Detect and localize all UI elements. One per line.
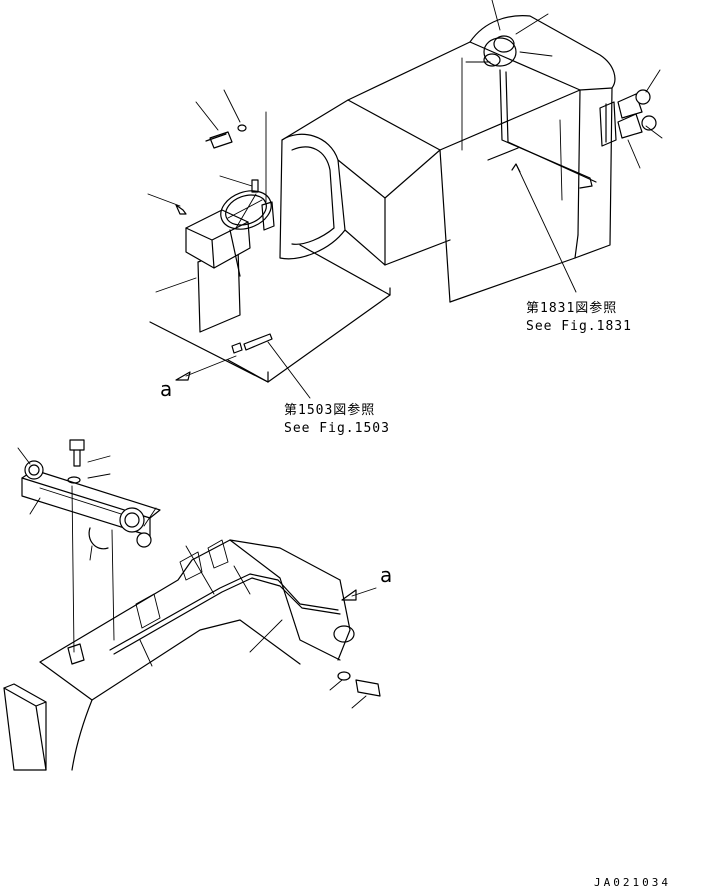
switch-small — [251, 179, 259, 193]
leader-fig1831 — [515, 163, 577, 293]
arrow-a-bottom — [341, 589, 357, 601]
clamp-2 — [179, 551, 203, 581]
frame-assembly — [3, 439, 381, 771]
column-head — [185, 209, 251, 269]
drawing-code: JA021034 — [594, 876, 671, 889]
ref-fig1503-jp: 第1503図参照 — [284, 402, 375, 418]
washer-rail — [67, 476, 81, 484]
side-bracket — [599, 101, 617, 147]
ref-fig1831-en: See Fig.1831 — [526, 319, 632, 334]
floor-bolt — [231, 342, 243, 354]
clamp-1 — [135, 593, 161, 629]
ref-fig1503-en: See Fig.1503 — [284, 421, 390, 436]
ref-fig1831-jp: 第1831図参照 — [526, 300, 617, 316]
leader-fig1503 — [267, 341, 311, 399]
hose — [109, 573, 339, 651]
bolt-rail — [69, 439, 85, 451]
rail-lamp-left — [24, 460, 44, 480]
side-panel — [3, 687, 47, 771]
view-marker-a-top: a — [160, 377, 172, 401]
rear-housing — [469, 15, 616, 91]
floor-clip — [243, 333, 273, 351]
view-marker-a-bottom: a — [380, 563, 392, 587]
washer-lower — [337, 671, 351, 681]
floor-plate — [149, 244, 391, 383]
washer-upper — [237, 124, 247, 132]
side-lamp-top — [617, 93, 643, 119]
rear-wiring — [499, 69, 593, 189]
rail-lamp-right — [119, 507, 145, 533]
lamp-unit — [261, 201, 275, 231]
clamp-3 — [207, 539, 229, 569]
steering-wheel — [220, 190, 272, 230]
cab-assembly — [147, 0, 663, 399]
rear-lamp — [483, 37, 517, 67]
bolt-lower — [355, 679, 381, 697]
side-lamp-bottom — [617, 113, 643, 139]
bolt-upper — [209, 131, 233, 149]
arrow-a-top — [175, 371, 191, 381]
